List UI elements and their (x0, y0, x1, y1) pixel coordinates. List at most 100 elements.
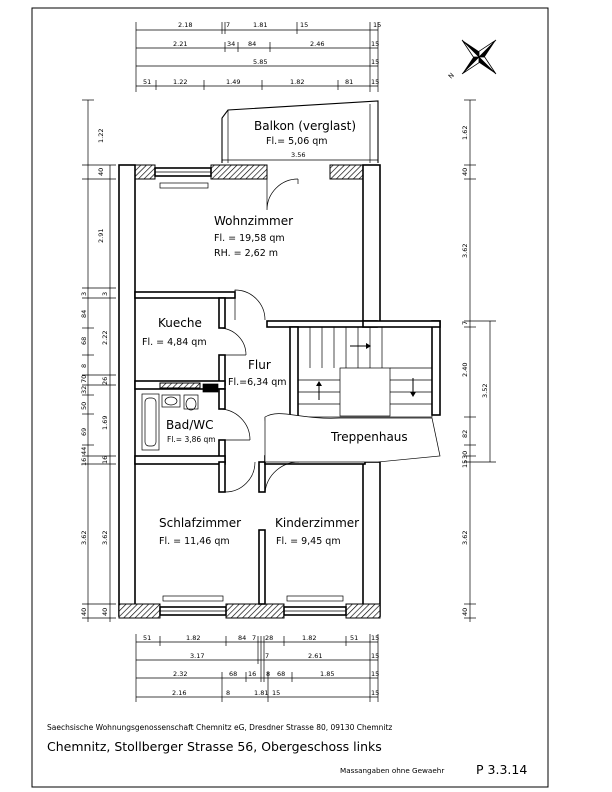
room-area-kinderzimmer: Fl. = 9,45 qm (276, 536, 341, 547)
dim-label: 40 (101, 608, 109, 616)
company-line: Saechsische Wohnungsgenossenschaft Chemn… (47, 723, 392, 732)
dim-label: 40 (97, 168, 105, 176)
dim-label: 68 (277, 670, 285, 678)
dim-label: 51 (350, 634, 358, 642)
dim-label: 70 (80, 375, 88, 383)
dim-label: 1.69 (101, 416, 109, 430)
left-dimensions (82, 99, 116, 622)
bathroom-fixtures (141, 383, 219, 451)
dim-label: 1.82 (302, 634, 316, 642)
room-area-bad: Fl.= 3,86 qm (167, 435, 216, 444)
room-labels: Wohnzimmer Fl. = 19,58 qm RH. = 2,62 m K… (142, 214, 408, 547)
dim-label: 16 (101, 456, 109, 464)
dim-label: 1.62 (461, 126, 469, 140)
dim-label: 1.22 (173, 78, 187, 86)
dim-label: 8 (226, 689, 230, 697)
dim-label: 2.21 (173, 40, 187, 48)
right-dimension-labels: 1.62 40 3.62 7 2.40 82 30 15 3.62 40 3.5… (461, 126, 489, 616)
dim-label: 1.49 (226, 78, 240, 86)
dim-label: 5.85 (253, 58, 267, 66)
dim-label: 2.18 (178, 21, 192, 29)
dim-label: 3.17 (190, 652, 204, 660)
room-area-kueche: Fl. = 4,84 qm (142, 337, 207, 348)
dim-label: 40 (461, 168, 469, 176)
dim-label: 7 (226, 21, 230, 29)
stair-arrow-icon (316, 343, 416, 400)
dim-label: 2.91 (97, 229, 105, 243)
dim-label: 40 (461, 608, 469, 616)
dim-label: 28 (265, 634, 273, 642)
bottom-dimension-labels: 51 1.82 84 7 28 1.82 51 15 3.17 7 2.61 1… (143, 634, 379, 697)
dim-label: 2.61 (308, 652, 322, 660)
dim-label: 68 (80, 337, 88, 345)
dim-label: 40 (80, 608, 88, 616)
balcony-width: 3.56 (291, 151, 305, 159)
dim-label: 3.62 (80, 531, 88, 545)
dim-label: 15 (371, 652, 379, 660)
balcony-name: Balkon (verglast) (254, 119, 356, 133)
sheet-border (31, 7, 549, 788)
dim-label: 30 (461, 451, 469, 459)
dim-label: 15 (272, 689, 280, 697)
dim-label: 2.32 (173, 670, 187, 678)
dim-label: 68 (229, 670, 237, 678)
dim-label: 15 (371, 689, 379, 697)
left-dimension-labels: 1.22 40 2.91 3 84 68 8 70 32 50 69 44 16… (80, 129, 109, 616)
north-label: N (447, 71, 456, 80)
dim-label: 15 (371, 40, 379, 48)
dim-label: 84 (248, 40, 256, 48)
dim-label: 8 (266, 670, 270, 678)
room-name-treppenhaus: Treppenhaus (330, 430, 408, 444)
dim-label: 7 (252, 634, 256, 642)
title-block: Saechsische Wohnungsgenossenschaft Chemn… (47, 723, 527, 777)
dim-label: 2.16 (172, 689, 186, 697)
dim-label: 3.62 (101, 531, 109, 545)
address-line: Chemnitz, Stollberger Strasse 56, Oberge… (47, 739, 382, 754)
top-dimension-labels: 2.18 7 1.81 15 15 2.21 34 84 2.46 15 5.8… (143, 21, 381, 86)
room-name-bad: Bad/WC (166, 418, 214, 432)
disclaimer: Massangaben ohne Gewaehr (340, 766, 444, 775)
dim-label: 1.22 (97, 129, 105, 143)
dim-label: 51 (143, 78, 151, 86)
dim-label: 7 (461, 321, 469, 325)
dim-label: 7 (265, 652, 269, 660)
dim-label: 51 (143, 634, 151, 642)
room-height-wohnzimmer: RH. = 2,62 m (214, 248, 278, 259)
dim-label: 1.81 (254, 689, 268, 697)
dim-label: 16 (80, 458, 88, 466)
balcony: Balkon (verglast) Fl.= 5,06 qm 3.56 (221, 100, 379, 163)
balcony-area: Fl.= 5,06 qm (266, 136, 328, 147)
dim-label: 84 (80, 310, 88, 318)
dim-label: 84 (238, 634, 246, 642)
dim-label: 69 (80, 428, 88, 436)
dim-label: 3.62 (461, 531, 469, 545)
dim-label: 81 (345, 78, 353, 86)
dim-label: 1.82 (186, 634, 200, 642)
dim-label: 1.81 (253, 21, 267, 29)
dim-label: 15 (371, 634, 379, 642)
dim-label: 3 (101, 292, 109, 296)
room-name-schlafzimmer: Schlafzimmer (159, 516, 241, 530)
dim-label: 16 (248, 670, 256, 678)
room-name-kueche: Kueche (158, 316, 202, 330)
dim-label: 44 (80, 447, 88, 455)
dim-label: 26 (101, 377, 109, 385)
dim-label: 2.22 (101, 331, 109, 345)
dim-label: 3.62 (461, 244, 469, 258)
dim-label: 15 (371, 58, 379, 66)
dim-label: 1.82 (290, 78, 304, 86)
dim-label: 32 (80, 386, 88, 394)
room-name-kinderzimmer: Kinderzimmer (275, 516, 359, 530)
dim-label: 1.85 (320, 670, 334, 678)
dim-label: 3 (80, 292, 88, 296)
plan-number: P 3.3.14 (476, 762, 527, 777)
room-area-flur: Fl.=6,34 qm (228, 377, 287, 388)
dim-label: 2.40 (461, 363, 469, 377)
walls (118, 164, 441, 619)
dim-label: 15 (371, 670, 379, 678)
dim-label: 15 (373, 21, 381, 29)
room-area-schlafzimmer: Fl. = 11,46 qm (159, 536, 230, 547)
north-arrow-icon: N (447, 39, 497, 80)
room-name-flur: Flur (248, 358, 271, 372)
